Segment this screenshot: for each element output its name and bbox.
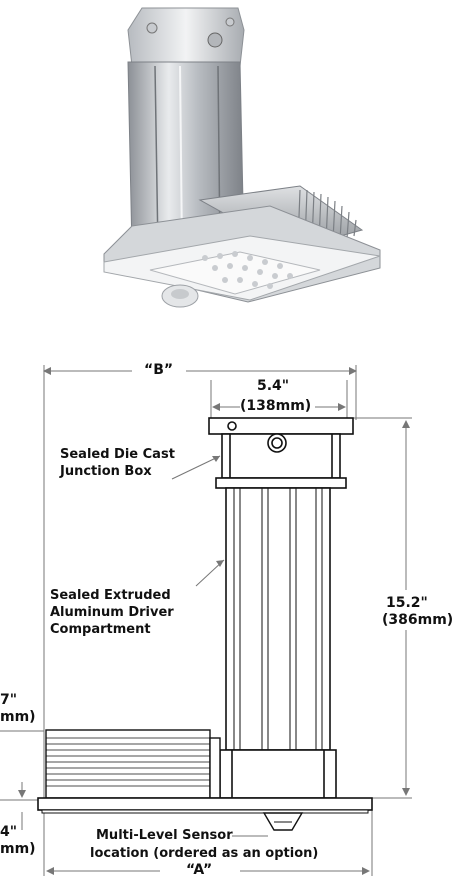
top-width-mm-label: (138mm) <box>240 398 312 414</box>
left-upper-in-label: 7" <box>0 692 18 708</box>
driver-callout-line1: Sealed Extruded <box>50 588 171 603</box>
left-upper-mm-label: mm) <box>0 709 36 725</box>
product-photo <box>103 7 381 308</box>
sensor-callout-line1: Multi-Level Sensor <box>96 828 233 843</box>
junction-box-callout-line2: Junction Box <box>60 464 152 479</box>
sensor-callout-line2: location (ordered as an option) <box>90 846 319 861</box>
height-in-label: 15.2" <box>386 595 428 611</box>
top-width-in-label: 5.4" <box>257 378 290 394</box>
driver-callout-line2: Aluminum Driver <box>50 605 174 620</box>
b-dimension-label: “B” <box>144 362 174 378</box>
height-mm-label: (386mm) <box>382 612 454 628</box>
a-dimension-label: “A” <box>186 862 213 878</box>
left-lower-mm-label: mm) <box>0 841 36 857</box>
junction-box-callout-line1: Sealed Die Cast <box>60 447 175 462</box>
driver-callout-line3: Compartment <box>50 622 151 637</box>
left-lower-in-label: 4" <box>0 824 18 840</box>
